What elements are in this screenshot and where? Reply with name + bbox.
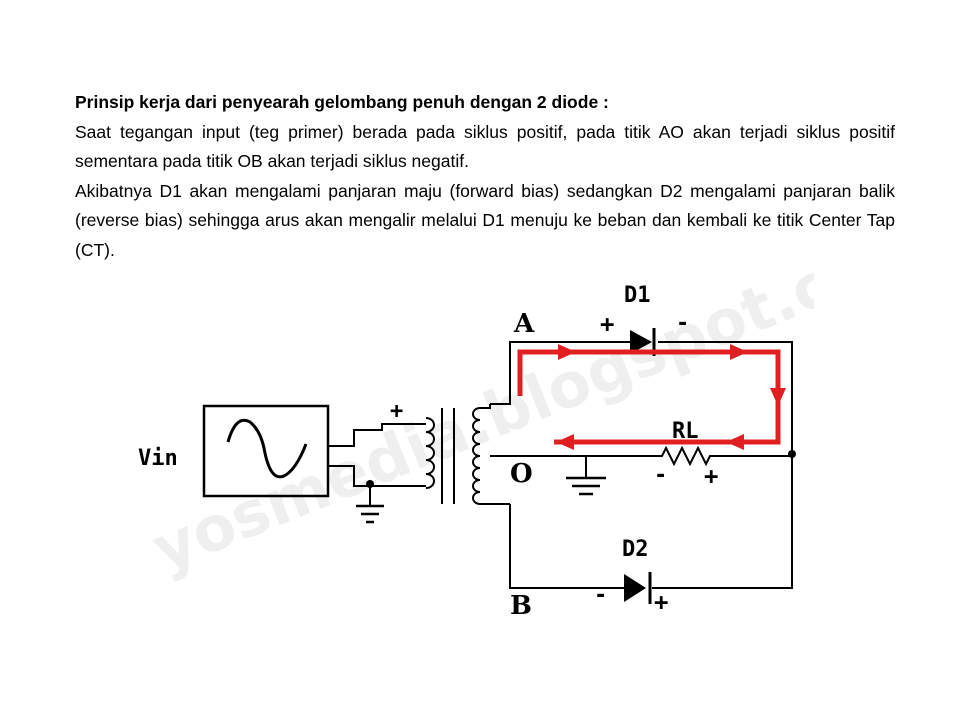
current-flow-path: [517, 344, 786, 450]
paragraph-forward-bias: Akibatnya D1 akan mengalami panjaran maj…: [75, 180, 895, 260]
d1-plus-label: +: [600, 310, 614, 338]
point-a-label: A: [513, 309, 535, 339]
d2-plus-label: +: [654, 588, 668, 616]
paragraph-positive-cycle: Saat tegangan input (teg primer) berada …: [75, 121, 895, 172]
primary-wire-bottom: [328, 465, 426, 487]
d1-label: D1: [624, 283, 651, 308]
primary-ground-icon: [356, 504, 384, 524]
rl-minus-label: -: [654, 463, 667, 488]
sine-wave-symbol: [226, 418, 308, 479]
document-text: Prinsip kerja dari penyearah gelombang p…: [75, 88, 895, 265]
d2-label: D2: [622, 537, 649, 562]
right-node: [788, 450, 796, 458]
d1-minus-label: -: [676, 311, 689, 336]
document-heading: Prinsip kerja dari penyearah gelombang p…: [75, 92, 609, 112]
d2-minus-label: -: [594, 583, 607, 608]
wire-d1-to-right: [658, 341, 793, 452]
wire-top-a: [490, 341, 630, 405]
primary-coil: [425, 417, 435, 489]
primary-wire-top: [328, 423, 426, 447]
rectifier-circuit-diagram: yosmedia.blogspot.com Vin +: [124, 272, 814, 624]
wire-bottom-b: [509, 504, 624, 589]
point-b-label: B: [510, 591, 532, 621]
point-o-label: O: [510, 459, 533, 489]
resistor-rl: [654, 445, 714, 467]
primary-plus-label: +: [390, 399, 403, 424]
rl-plus-label: +: [704, 462, 718, 490]
vin-label: Vin: [138, 446, 178, 471]
wire-d2-to-right: [652, 456, 793, 589]
vin-source-box: [202, 404, 330, 498]
diode-d2-icon: [624, 572, 652, 604]
secondary-ground-icon: [566, 476, 606, 496]
secondary-coil: [472, 407, 481, 505]
